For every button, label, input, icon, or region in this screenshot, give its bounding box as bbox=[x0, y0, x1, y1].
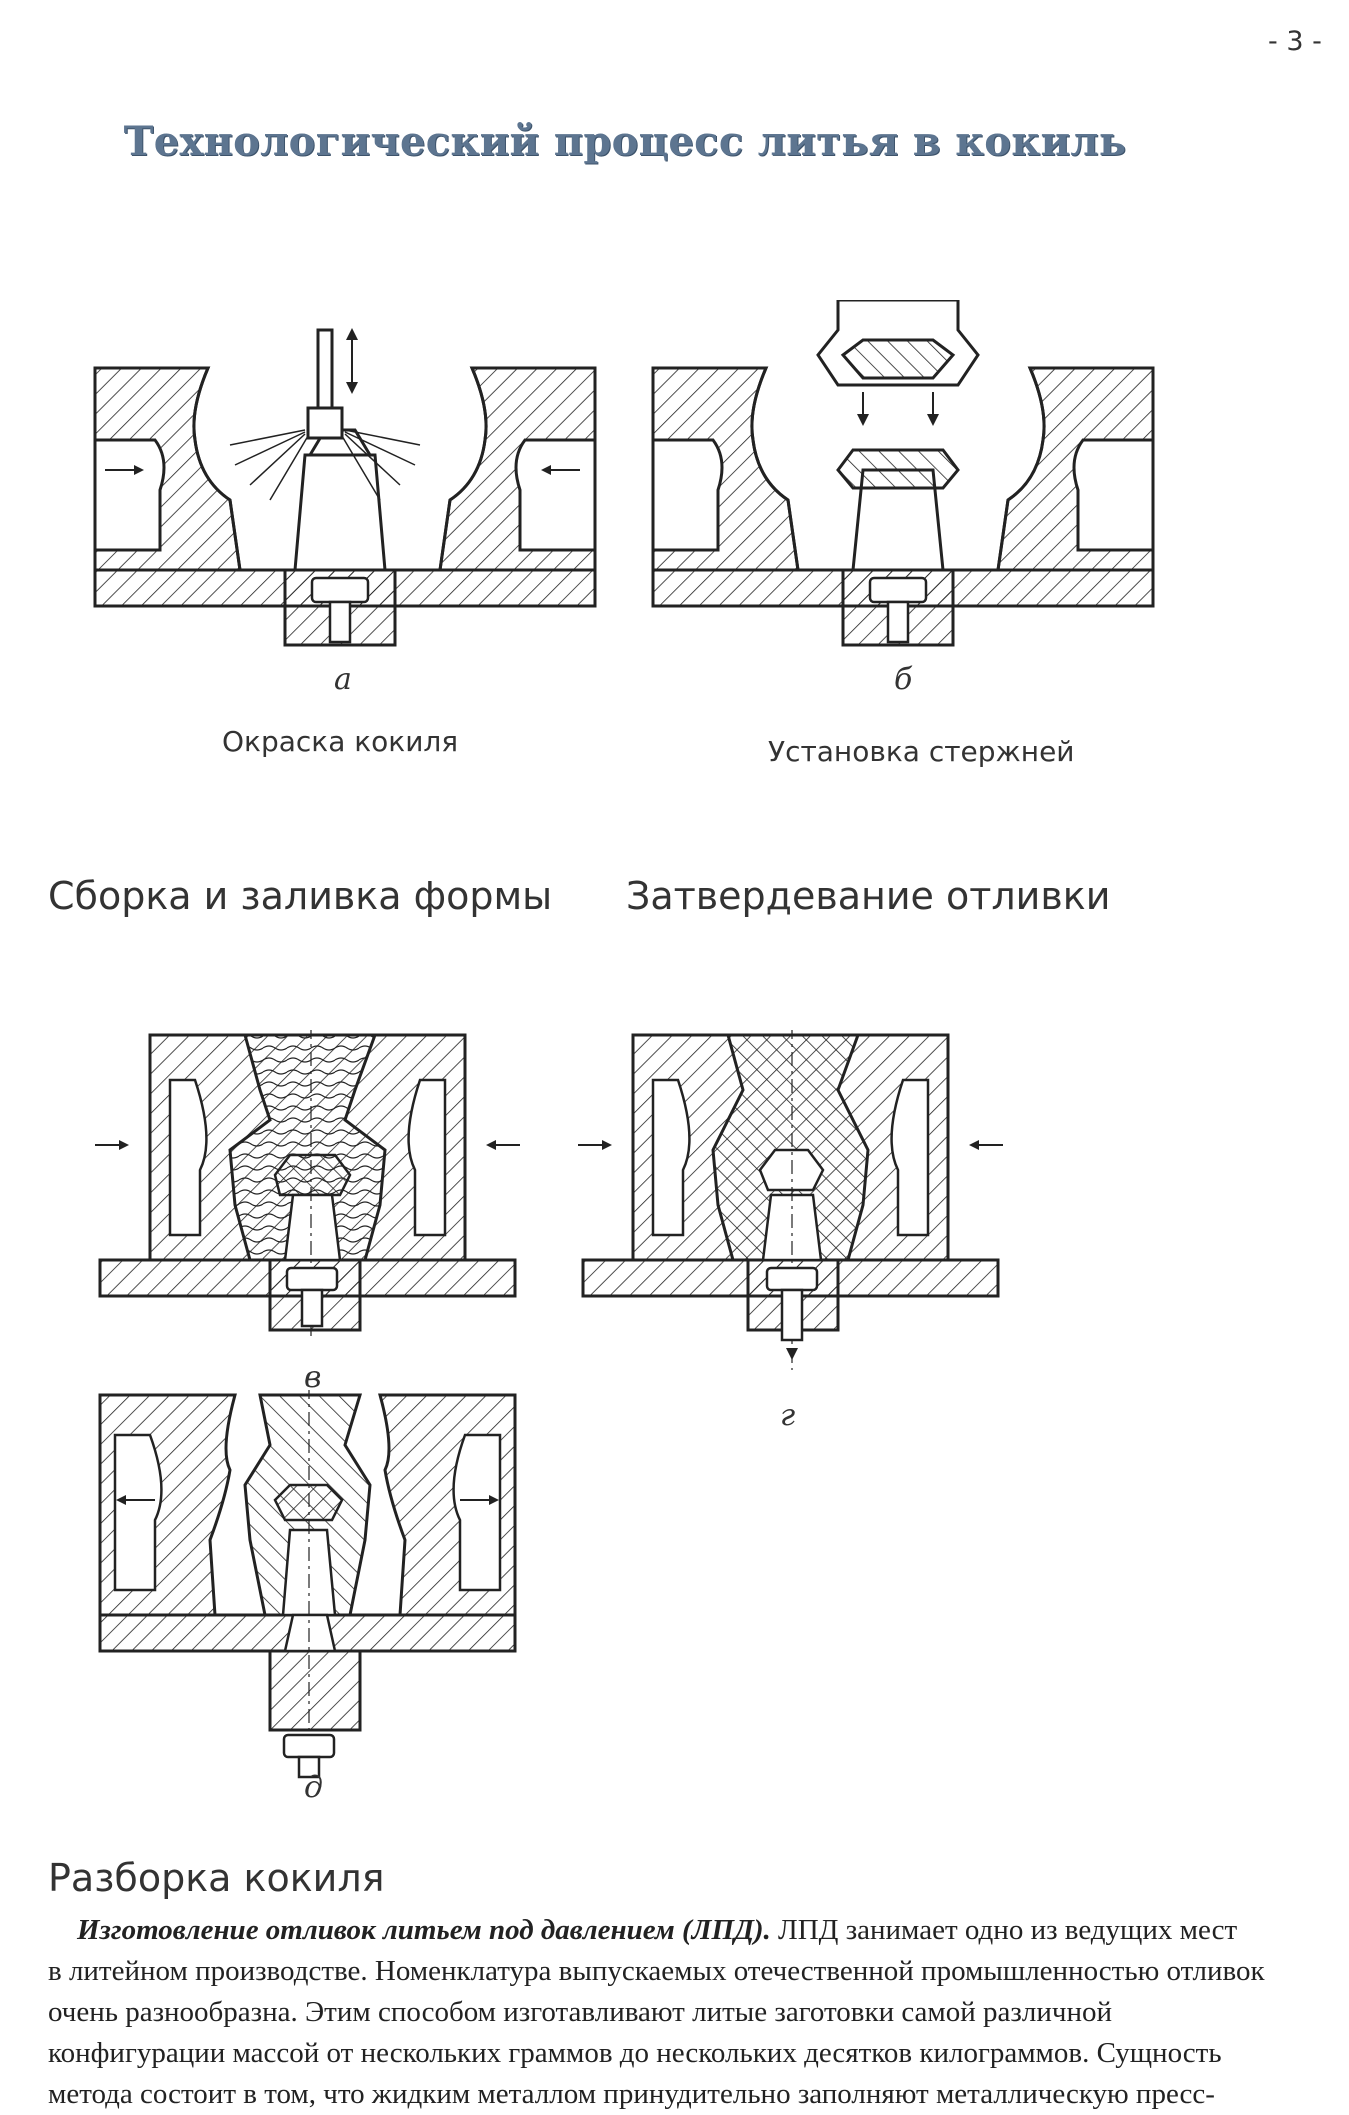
heading-assembly-pouring: Сборка и заливка формы bbox=[48, 874, 553, 918]
diagram-pouring bbox=[95, 1030, 520, 1340]
diagram-core-setting bbox=[651, 300, 1155, 647]
paragraph-line-4: конфигурации массой от нескольких граммо… bbox=[48, 2037, 1222, 2069]
diagram-coating bbox=[93, 328, 597, 647]
paragraph-line-2: в литейном производстве. Номенклатура вы… bbox=[48, 1955, 1265, 1987]
paragraph-line-3: очень разнообразна. Этим способом изгота… bbox=[48, 1996, 1112, 2028]
caption-core-setting: Установка стержней bbox=[768, 735, 1075, 768]
diagram-solidification bbox=[578, 1030, 1003, 1370]
diagram-letter-a: а bbox=[334, 662, 352, 697]
diagram-disassembly bbox=[98, 1390, 517, 1779]
diagram-letter-v: в bbox=[304, 1360, 322, 1395]
diagram-letter-g: г bbox=[780, 1398, 796, 1433]
line1-rest: ЛПД занимает одно из ведущих мест bbox=[770, 1914, 1238, 1946]
paragraph-line-5: метода состоит в том, что жидким металло… bbox=[48, 2078, 1215, 2110]
heading-disassembly: Разборка кокиля bbox=[48, 1856, 385, 1900]
diagram-letter-b: б bbox=[894, 662, 913, 697]
lead-phrase: Изготовление отливок литьем под давление… bbox=[77, 1914, 771, 1946]
page-title: Технологический процесс литья в кокиль bbox=[123, 118, 1127, 165]
body-paragraph: Изготовление отливок литьем под давление… bbox=[48, 1910, 1318, 2115]
heading-solidification: Затвердевание отливки bbox=[626, 874, 1111, 918]
paragraph-line-1: Изготовление отливок литьем под давление… bbox=[48, 1910, 1318, 1951]
diagram-letter-d: д bbox=[304, 1770, 324, 1805]
caption-coating: Окраска кокиля bbox=[222, 725, 459, 758]
page-number: - 3 - bbox=[1268, 26, 1322, 57]
